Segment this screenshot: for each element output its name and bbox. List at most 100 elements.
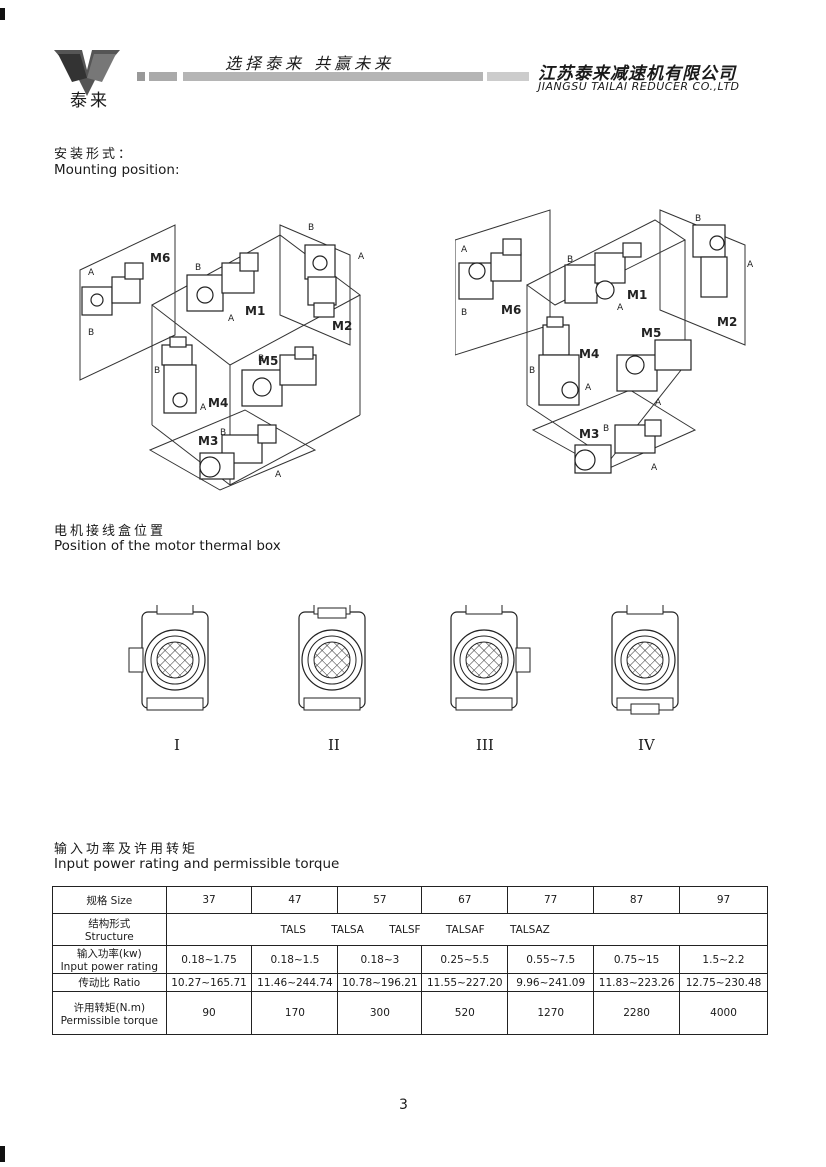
slogan: 选择泰来 共赢未来 xyxy=(225,54,395,73)
table-cell: 87 xyxy=(593,886,681,914)
table-cell: 11.55~227.20 xyxy=(421,973,509,992)
table-cell: 0.75~15 xyxy=(593,945,681,974)
table-cell: 170 xyxy=(251,991,339,1035)
thermal-box-position-4 xyxy=(611,605,679,715)
thermal-box-position-1 xyxy=(128,605,209,711)
table-cell: 1.5~2.2 xyxy=(679,945,768,974)
svg-text:B: B xyxy=(603,424,609,434)
page-number: 3 xyxy=(399,1097,408,1113)
svg-text:B: B xyxy=(258,354,264,364)
table-cell: 10.78~196.21 xyxy=(337,973,423,992)
svg-text:M4: M4 xyxy=(579,347,599,361)
table-cell: 0.18~1.5 xyxy=(251,945,339,974)
table-cell: 1270 xyxy=(507,991,595,1035)
label-m4: M4 xyxy=(208,396,228,410)
thermal-box-position-2 xyxy=(298,605,366,711)
svg-text:B: B xyxy=(88,328,94,338)
table-cell: 11.46~244.74 xyxy=(251,973,339,992)
svg-text:M2: M2 xyxy=(717,315,737,329)
row-label-power: 输入功率(kw) Input power rating xyxy=(52,945,167,974)
svg-text:A: A xyxy=(655,398,662,408)
table-row-ratio: 传动比 Ratio 10.27~165.71 11.46~244.74 10.7… xyxy=(52,973,768,992)
table-cell: 4000 xyxy=(679,991,768,1035)
svg-text:A: A xyxy=(200,403,207,413)
svg-text:B: B xyxy=(695,214,701,224)
company-name-en: JIANGSU TAILAI REDUCER CO.,LTD xyxy=(538,80,740,93)
svg-text:A: A xyxy=(358,252,365,262)
table-cell: 77 xyxy=(507,886,595,914)
label-m6: M6 xyxy=(150,251,170,265)
mounting-diagram-right: M6 M1 M2 M5 M4 M3 A B B A B A B A A B A xyxy=(455,209,754,474)
ratings-title-cn: 输入功率及许用转矩 xyxy=(54,842,199,857)
svg-text:A: A xyxy=(617,303,624,313)
svg-text:M5: M5 xyxy=(641,326,661,340)
table-row-size: 规格 Size 37 47 57 67 77 87 97 xyxy=(52,886,768,914)
row-label-torque: 许用转矩(N.m) Permissible torque xyxy=(52,991,167,1035)
svg-text:M6: M6 xyxy=(501,303,521,317)
mounting-diagram-left: M6 M1 M2 M5 M4 M3 A B B A B A B B A B A xyxy=(79,223,365,491)
ratings-title-en: Input power rating and permissible torqu… xyxy=(54,856,340,872)
svg-text:A: A xyxy=(275,470,282,480)
table-cell: 0.55~7.5 xyxy=(507,945,595,974)
position-label-1: I xyxy=(174,736,180,754)
table-row-torque: 许用转矩(N.m) Permissible torque 90 170 300 … xyxy=(52,991,768,1035)
label-m2: M2 xyxy=(332,319,352,333)
svg-text:A: A xyxy=(88,268,95,278)
mounting-title-en: Mounting position: xyxy=(54,162,180,178)
position-label-3: III xyxy=(476,736,494,754)
svg-text:B: B xyxy=(461,308,467,318)
logo-text: 泰来 xyxy=(70,91,110,111)
label-m3: M3 xyxy=(198,434,218,448)
table-row-power: 输入功率(kw) Input power rating 0.18~1.75 0.… xyxy=(52,945,768,974)
svg-text:M3: M3 xyxy=(579,427,599,441)
svg-text:A: A xyxy=(461,245,468,255)
table-cell: 10.27~165.71 xyxy=(165,973,253,992)
svg-text:B: B xyxy=(567,255,573,265)
label-m1: M1 xyxy=(245,304,265,318)
svg-text:M1: M1 xyxy=(627,288,647,302)
table-cell: 37 xyxy=(165,886,253,914)
company-logo xyxy=(54,50,120,96)
table-cell: 520 xyxy=(421,991,509,1035)
svg-text:A: A xyxy=(228,314,235,324)
svg-text:B: B xyxy=(529,366,535,376)
table-row-structure: 结构形式 Structure TALS TALSA TALSF TALSAF T… xyxy=(52,913,769,946)
table-cell: 47 xyxy=(251,886,339,914)
table-cell: 2280 xyxy=(593,991,681,1035)
svg-text:B: B xyxy=(154,366,160,376)
table-cell: 9.96~241.09 xyxy=(507,973,595,992)
table-cell: 67 xyxy=(421,886,509,914)
row-label-size: 规格 Size xyxy=(52,886,167,914)
svg-text:B: B xyxy=(220,428,226,438)
table-cell: 90 xyxy=(165,991,253,1035)
thermal-box-diagrams xyxy=(128,605,679,715)
svg-text:A: A xyxy=(585,383,592,393)
table-cell: 12.75~230.48 xyxy=(679,973,768,992)
structure-list: TALS TALSA TALSF TALSAF TALSAZ xyxy=(165,913,769,946)
row-label-ratio: 传动比 Ratio xyxy=(52,973,167,992)
svg-text:B: B xyxy=(308,223,314,233)
table-cell: 0.18~3 xyxy=(337,945,423,974)
svg-text:B: B xyxy=(195,263,201,273)
table-cell: 97 xyxy=(679,886,768,914)
table-cell: 0.18~1.75 xyxy=(165,945,253,974)
row-label-structure: 结构形式 Structure xyxy=(52,913,167,946)
svg-text:A: A xyxy=(747,260,754,270)
table-cell: 0.25~5.5 xyxy=(421,945,509,974)
position-label-2: II xyxy=(328,736,340,754)
mounting-title-cn: 安装形式： xyxy=(54,147,135,162)
table-cell: 300 xyxy=(337,991,423,1035)
scan-edge-mark-bottom xyxy=(0,1146,5,1162)
thermal-box-position-3 xyxy=(450,605,531,711)
table-cell: 57 xyxy=(337,886,423,914)
svg-text:A: A xyxy=(651,463,658,473)
scan-edge-mark-top xyxy=(0,8,5,20)
table-cell: 11.83~223.26 xyxy=(593,973,681,992)
thermal-box-title-en: Position of the motor thermal box xyxy=(54,538,281,554)
ratings-table: 规格 Size 37 47 57 67 77 87 97 结构形式 Struct… xyxy=(52,886,769,1035)
company-name-cn: 江苏泰来减速机有限公司 xyxy=(538,64,736,84)
position-label-4: IV xyxy=(638,736,655,754)
label-m5: M5 xyxy=(258,354,278,368)
header-stripe xyxy=(137,72,529,81)
thermal-box-title-cn: 电机接线盒位置 xyxy=(54,524,167,539)
